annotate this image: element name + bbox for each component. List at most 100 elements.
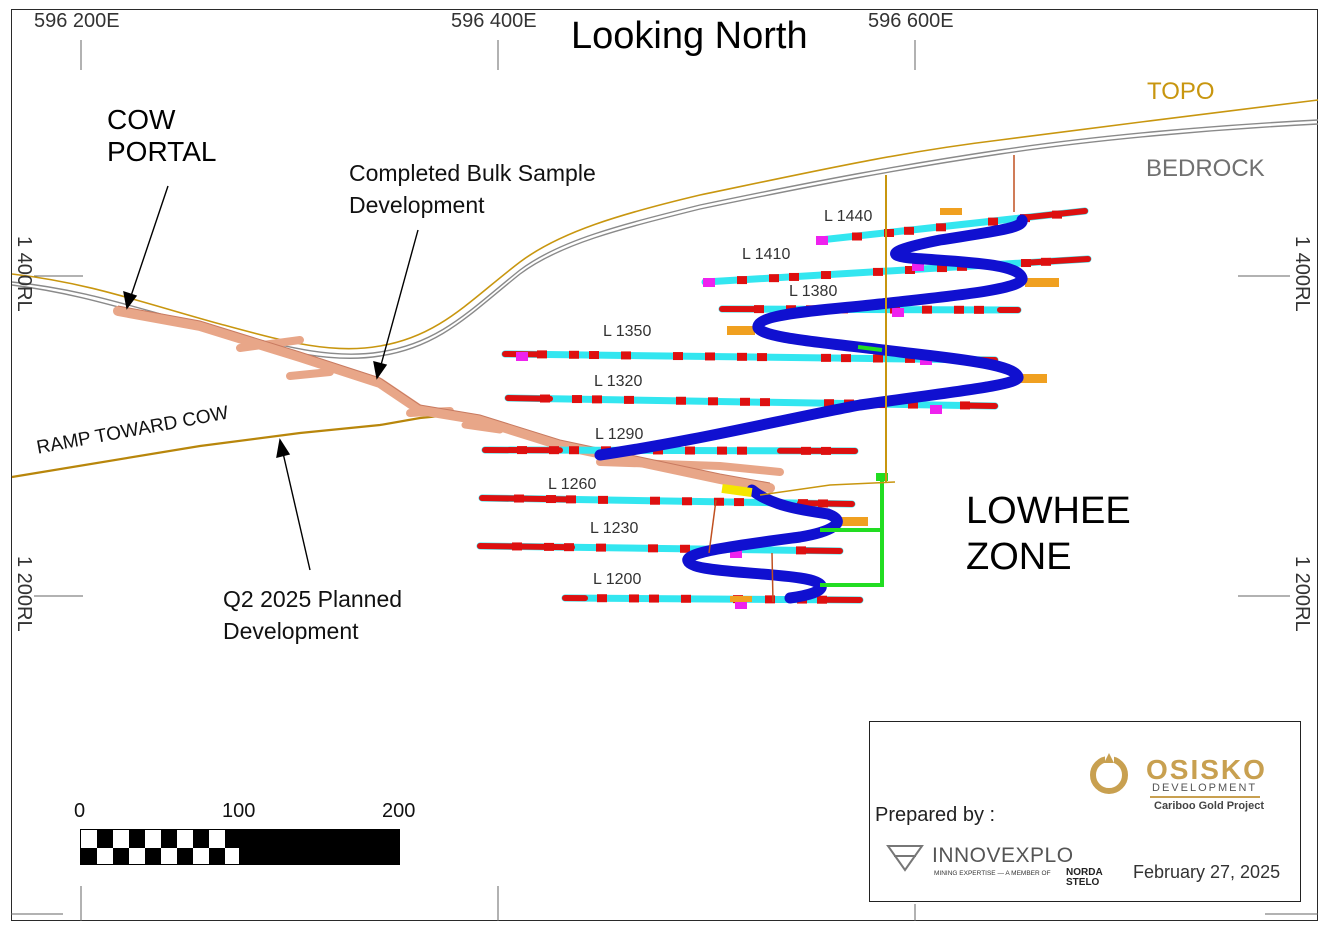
stope-marker-1260 <box>566 495 576 504</box>
stope-marker-1350 <box>821 353 831 362</box>
bulk-sample-label: Completed Bulk Sample Development <box>349 157 596 221</box>
stope-left-1260 <box>479 495 575 503</box>
bulk-sample-development <box>113 306 784 493</box>
orange-marker-0 <box>940 208 962 215</box>
elevation-label-1200-left: 1 200RL <box>13 556 35 632</box>
stope-marker-1410 <box>789 272 799 281</box>
magenta-marker-6 <box>930 405 942 414</box>
stope-marker-1200 <box>629 594 639 603</box>
stope-marker-1290 <box>801 446 811 455</box>
easting-label-1: 596 200E <box>34 10 120 32</box>
stope-marker-1260 <box>598 495 608 504</box>
drillhole-2 <box>771 552 774 603</box>
topo-label: TOPO <box>1147 78 1215 105</box>
stope-marker-1200 <box>597 594 607 603</box>
stope-marker-1320 <box>908 400 918 409</box>
osisko-brand: OSISKO <box>1146 754 1267 785</box>
stope-marker-1380 <box>754 305 764 314</box>
stope-marker-1320 <box>708 397 718 406</box>
stope-marker-1260 <box>514 494 524 503</box>
stope-marker-1230 <box>512 542 522 551</box>
scale-tick-100: 100 <box>222 800 256 822</box>
magenta-marker-7 <box>730 549 742 558</box>
stope-left-1230 <box>477 543 575 551</box>
topo-surface <box>11 99 1319 350</box>
stope-marker-1410 <box>1041 257 1051 266</box>
level-label-1350: L 1350 <box>603 323 652 340</box>
stope-marker-1200 <box>765 595 775 604</box>
stope-right-1230 <box>797 547 843 554</box>
stope-marker-1350 <box>757 353 767 362</box>
bulk-sample-text: Completed Bulk Sample Development <box>349 160 596 218</box>
osisko-divider <box>1150 796 1260 798</box>
level-label-1380: L 1380 <box>789 283 838 300</box>
drift-1200 <box>561 594 864 604</box>
ramp-spiral-lower <box>682 484 843 604</box>
stope-marker-1410 <box>737 276 747 285</box>
stope-marker-1230 <box>680 544 690 553</box>
stope-marker-1410 <box>937 264 947 273</box>
stope-marker-1350 <box>841 354 851 363</box>
legend-box: OSISKO DEVELOPMENT Cariboo Gold Project … <box>869 721 1301 902</box>
stope-marker-1350 <box>569 350 579 359</box>
stope-marker-1320 <box>824 399 834 408</box>
planned-development-text: Q2 2025 Planned Development <box>223 586 403 644</box>
stope-marker-1230 <box>648 544 658 553</box>
orange-marker-1 <box>1025 278 1059 287</box>
stope-marker-1320 <box>540 394 550 403</box>
stope-marker-1260 <box>650 496 660 505</box>
stope-marker-1230 <box>544 542 554 551</box>
orange-marker-3 <box>1015 374 1047 383</box>
stope-marker-1290 <box>517 446 527 455</box>
magenta-marker-0 <box>816 236 828 245</box>
stope-marker-1200 <box>649 594 659 603</box>
stope-marker-1410 <box>905 265 915 274</box>
stope-marker-1290 <box>737 446 747 455</box>
stope-marker-1410 <box>873 267 883 276</box>
stope-marker-1350 <box>705 352 715 361</box>
ramp-line <box>11 412 461 479</box>
ramp-spiral <box>594 214 1028 461</box>
scale-tick-200: 200 <box>382 800 416 822</box>
prepared-by-label: Prepared by : <box>875 804 996 826</box>
cow-portal-label: COW PORTAL <box>107 104 216 168</box>
stope-marker-1320 <box>592 395 602 404</box>
stope-marker-1380 <box>922 305 932 314</box>
planned-development-label: Q2 2025 Planned Development <box>223 583 402 647</box>
stope-marker-1290 <box>569 446 579 455</box>
osisko-sub: DEVELOPMENT <box>1152 782 1258 794</box>
stope-marker-1440 <box>936 223 946 232</box>
stope-marker-1320 <box>740 397 750 406</box>
lowhee-zone-label: LOWHEE ZONE <box>966 488 1131 580</box>
stope-marker-1350 <box>621 351 631 360</box>
innovexplo-tag: MINING EXPERTISE — A MEMBER OF <box>934 870 1051 877</box>
stope-marker-1290 <box>685 446 695 455</box>
stope-marker-1200 <box>817 595 827 604</box>
stope-marker-1260 <box>798 499 808 508</box>
stope-marker-1410 <box>769 274 779 283</box>
level-label-1230: L 1230 <box>590 520 639 537</box>
stope-marker-1260 <box>714 497 724 506</box>
magenta-marker-2 <box>912 262 924 271</box>
stope-marker-1380 <box>954 305 964 314</box>
orange-marker-5 <box>730 596 752 602</box>
stope-marker-1350 <box>737 352 747 361</box>
stope-marker-1260 <box>682 497 692 506</box>
elevation-label-1400-right: 1 400RL <box>1291 236 1313 312</box>
stope-marker-1350 <box>537 350 547 359</box>
stope-marker-1410 <box>821 271 831 280</box>
stope-marker-1440 <box>988 217 998 226</box>
map-date: February 27, 2025 <box>1133 862 1281 882</box>
bedrock-label: BEDROCK <box>1146 155 1265 182</box>
stope-marker-1260 <box>546 495 556 504</box>
yellow-marker <box>721 483 753 498</box>
cow-portal-text: COW PORTAL <box>107 104 217 167</box>
stope-marker-1320 <box>760 398 770 407</box>
stope-marker-1320 <box>572 395 582 404</box>
magenta-marker-8 <box>735 600 747 609</box>
level-label-1260: L 1260 <box>548 476 597 493</box>
stope-marker-1290 <box>549 446 559 455</box>
easting-label-2: 596 400E <box>451 10 537 32</box>
stope-marker-1290 <box>821 446 831 455</box>
